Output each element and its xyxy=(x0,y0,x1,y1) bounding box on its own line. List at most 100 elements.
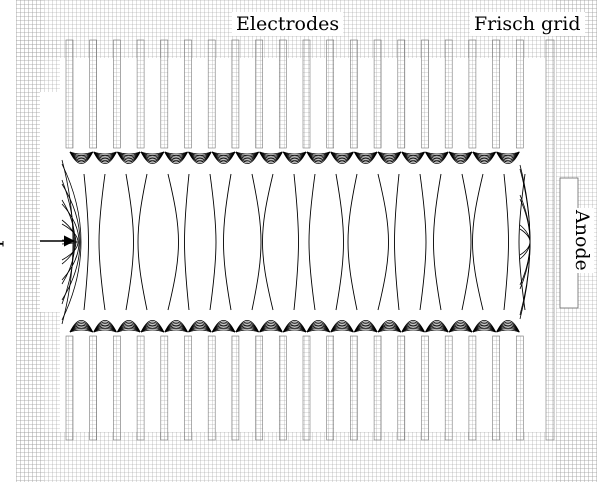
contour-line xyxy=(235,329,259,333)
contour-line xyxy=(164,320,188,333)
electrode-plate-top xyxy=(278,39,287,149)
electrode-plate-top xyxy=(136,39,145,149)
contour-line xyxy=(188,329,212,333)
contour-line xyxy=(140,151,165,164)
electrode-plate-bottom xyxy=(492,335,500,441)
contour-line xyxy=(117,320,141,333)
contour-line xyxy=(496,320,520,333)
contour-line xyxy=(282,151,307,164)
electrode-plate-bottom xyxy=(397,335,406,441)
contour-line xyxy=(448,151,473,164)
contour-line xyxy=(140,329,164,333)
contour-line xyxy=(164,151,188,156)
contour-line xyxy=(448,151,473,156)
contour-line xyxy=(140,320,165,333)
contour-line xyxy=(496,329,520,333)
field-line xyxy=(262,173,274,311)
contour-line xyxy=(259,151,283,164)
contour-line xyxy=(425,328,449,333)
entrance-field-line xyxy=(61,223,79,261)
field-line xyxy=(293,173,299,311)
contour-line xyxy=(354,151,378,164)
frisch-grid-plate xyxy=(545,39,555,441)
contour-line xyxy=(259,328,283,333)
field-line xyxy=(209,173,217,311)
contour-line xyxy=(283,151,307,155)
contour-line xyxy=(259,151,283,156)
electrode-plate-top xyxy=(302,39,311,149)
contour-line xyxy=(306,151,331,164)
contour-line xyxy=(211,320,236,333)
electrode-plate-top xyxy=(207,39,216,149)
field-line xyxy=(83,173,89,311)
contour-line xyxy=(188,328,212,333)
contour-line xyxy=(235,151,259,155)
anode-label: Anode xyxy=(570,208,594,273)
contour-line xyxy=(496,151,520,155)
field-line xyxy=(167,173,179,311)
entrance-field-line xyxy=(61,183,81,301)
contour-line xyxy=(354,151,378,155)
electrodes-label: Electrodes xyxy=(232,12,344,36)
electrode-plate-top xyxy=(515,39,524,149)
contour-line xyxy=(330,151,354,155)
contour-line xyxy=(212,151,236,155)
electrode-plate-top xyxy=(231,39,240,149)
contour-line xyxy=(330,151,354,164)
contour-line xyxy=(283,329,307,333)
contour-line xyxy=(117,329,141,333)
contour-line xyxy=(212,329,236,333)
contour-line xyxy=(69,329,93,333)
anode-field-line xyxy=(519,168,531,316)
contour-line xyxy=(259,320,283,333)
contour-line xyxy=(449,151,473,155)
contour-line xyxy=(164,328,188,333)
contour-line xyxy=(330,320,354,333)
electrode-plate-bottom xyxy=(136,335,145,441)
contour-line xyxy=(140,151,165,156)
contour-line xyxy=(282,320,307,333)
contour-line xyxy=(425,151,449,156)
electrode-plate-top xyxy=(373,39,382,149)
entrance-opening xyxy=(40,92,62,312)
contour-line xyxy=(377,328,402,333)
field-line xyxy=(419,173,427,311)
contour-line xyxy=(117,151,141,156)
contour-line xyxy=(472,151,496,164)
contour-line xyxy=(235,151,259,156)
electrode-plate-bottom xyxy=(373,335,382,441)
contour-line xyxy=(283,328,307,333)
contour-line xyxy=(401,320,425,333)
contour-line xyxy=(93,151,117,164)
contour-line xyxy=(425,151,449,164)
contour-line xyxy=(69,320,94,333)
frisch-grid-label: Frisch grid xyxy=(470,12,585,36)
contour-line xyxy=(496,151,520,156)
contour-line xyxy=(448,328,473,333)
contour-line xyxy=(69,151,93,156)
contour-line xyxy=(377,320,402,333)
contour-line xyxy=(211,151,236,156)
contour-line xyxy=(330,328,354,333)
field-line xyxy=(223,173,232,311)
contour-line xyxy=(306,151,330,156)
field-line xyxy=(184,173,190,311)
contour-line xyxy=(472,328,496,333)
contour-line xyxy=(188,151,212,155)
contour-line xyxy=(472,320,496,333)
electrode-plate-bottom xyxy=(160,335,169,441)
contour-line xyxy=(472,151,496,156)
ions-label: Ions xyxy=(0,238,8,283)
field-line xyxy=(377,173,389,311)
contour-line xyxy=(401,328,425,333)
field-line xyxy=(518,173,526,311)
electrode-plate-bottom xyxy=(326,335,335,441)
contour-line xyxy=(211,151,236,164)
field-line xyxy=(137,173,148,311)
contour-line xyxy=(188,151,212,156)
electrode-plate-bottom xyxy=(468,335,477,441)
electrode-plate-top xyxy=(160,39,169,149)
field-line xyxy=(461,173,472,311)
electrode-plate-bottom xyxy=(231,335,240,441)
contour-line xyxy=(69,151,93,155)
